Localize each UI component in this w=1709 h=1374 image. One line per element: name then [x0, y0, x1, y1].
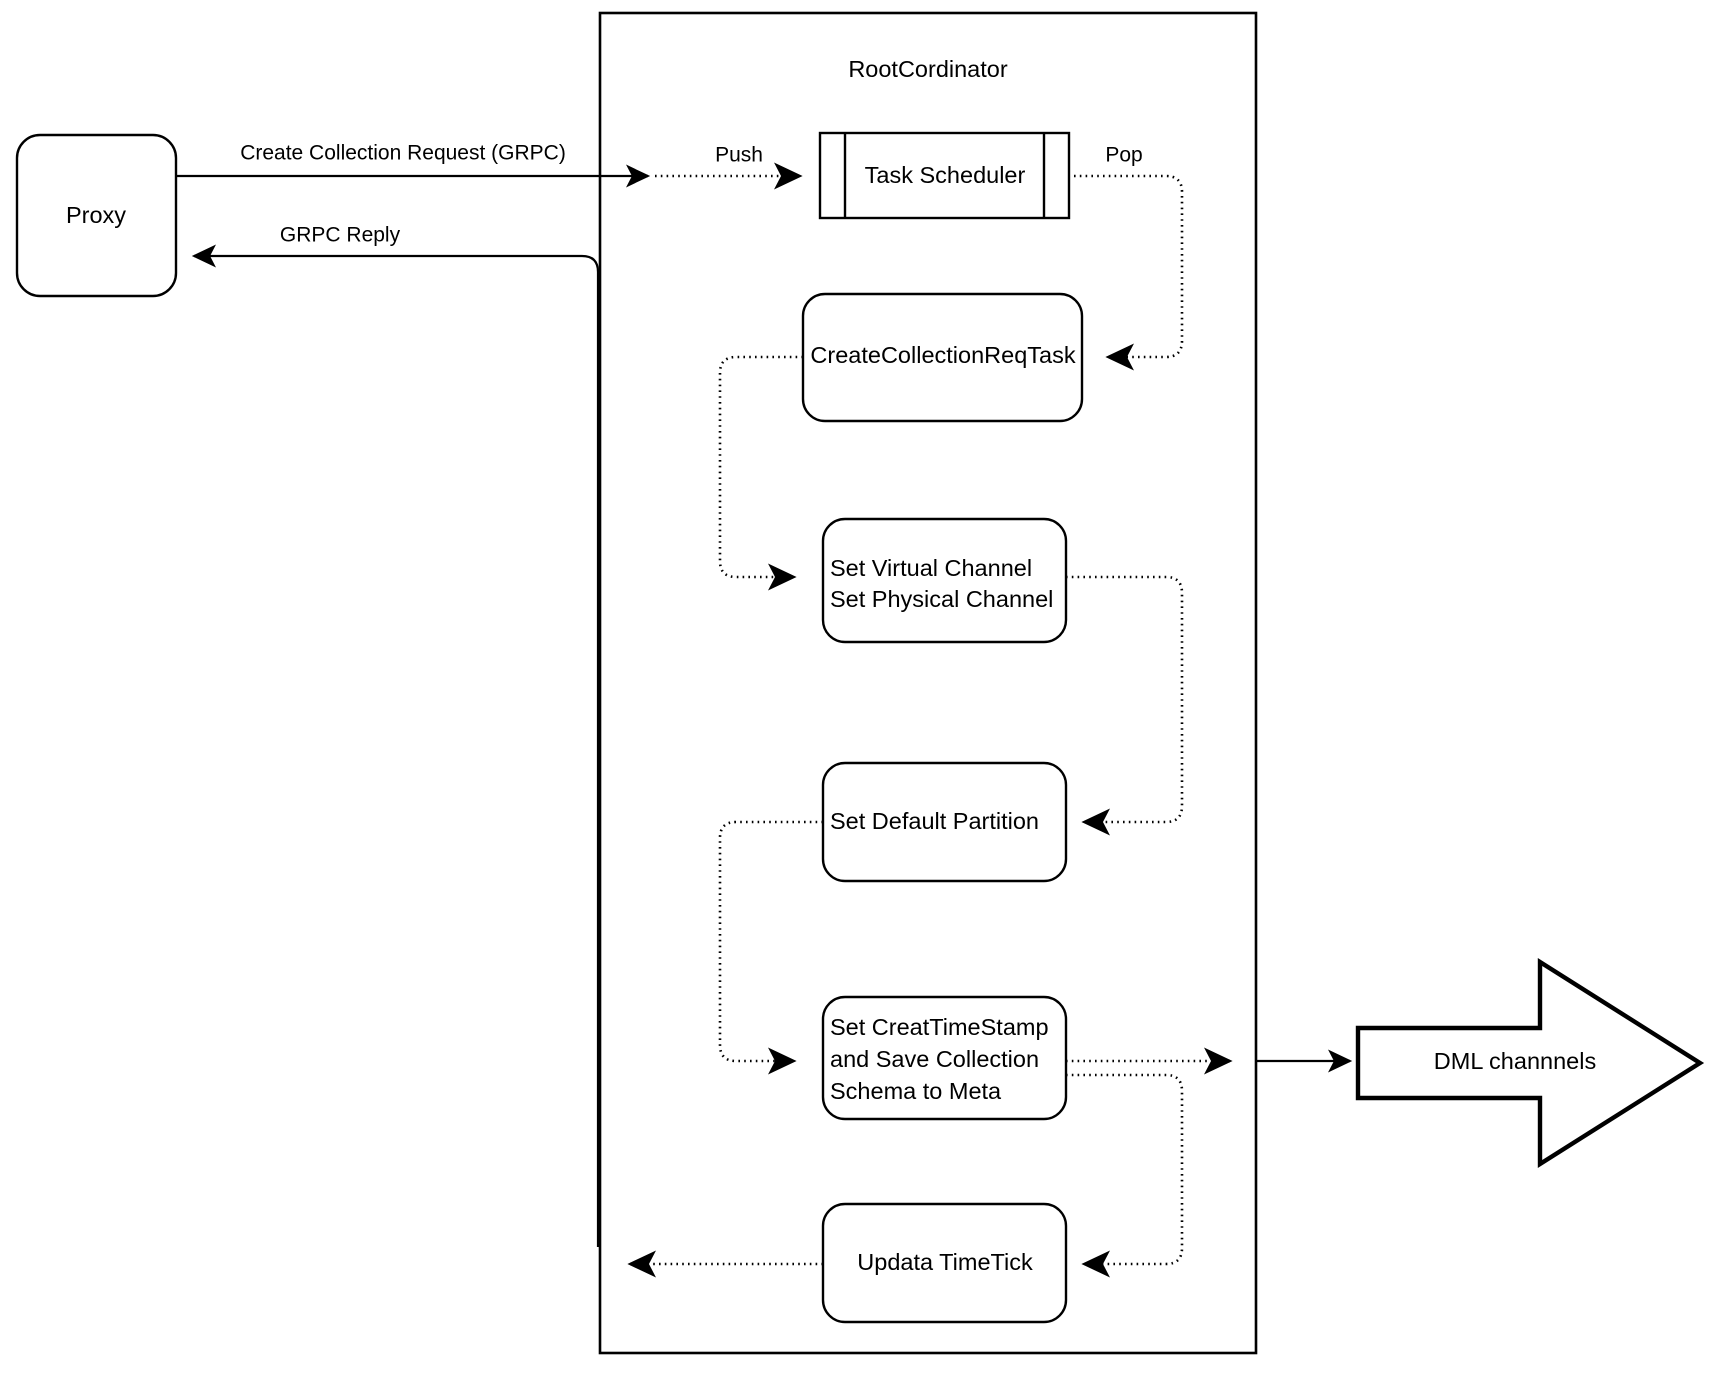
edge-timestamp-to-timetick [1066, 1073, 1184, 1278]
edge-pop [1074, 174, 1184, 371]
proxy-node[interactable] [15, 133, 178, 298]
dml-channels-label: DML channnels [1434, 1048, 1596, 1074]
dml-channels-node[interactable] [1355, 958, 1705, 1168]
set-timestamp-label-line2: and Save Collection [830, 1046, 1039, 1072]
proxy-label: Proxy [66, 202, 126, 228]
updata-timetick-label: Updata TimeTick [857, 1249, 1033, 1275]
edge-label-grpc-reply: GRPC Reply [280, 224, 401, 247]
set-timestamp-node[interactable] [821, 995, 1068, 1121]
task-scheduler-label: Task Scheduler [865, 162, 1026, 188]
set-timestamp-label-line1: Set CreatTimeStamp [830, 1014, 1049, 1040]
edge-label-pop: Pop [1105, 144, 1142, 167]
rootcordinator-container [598, 11, 1258, 1355]
edge-task-to-channel [718, 355, 803, 591]
edge-partition-to-timestamp [718, 820, 823, 1075]
edge-grpc-reply [191, 244, 600, 1247]
set-channel-node[interactable] [821, 517, 1068, 644]
edge-channel-to-partition [1066, 575, 1184, 836]
set-timestamp-label-line3: Schema to Meta [830, 1078, 1002, 1104]
set-channel-label-line1: Set Virtual Channel [830, 555, 1032, 581]
edge-label-push: Push [715, 144, 763, 167]
rootcordinator-label: RootCordinator [848, 56, 1008, 82]
set-channel-label-line2: Set Physical Channel [830, 586, 1053, 612]
task-scheduler-node[interactable] [818, 131, 1071, 220]
create-collection-req-task-label: CreateCollectionReqTask [810, 342, 1075, 368]
edge-label-create-collection-request: Create Collection Request (GRPC) [240, 142, 566, 165]
set-default-partition-label: Set Default Partition [830, 808, 1039, 834]
